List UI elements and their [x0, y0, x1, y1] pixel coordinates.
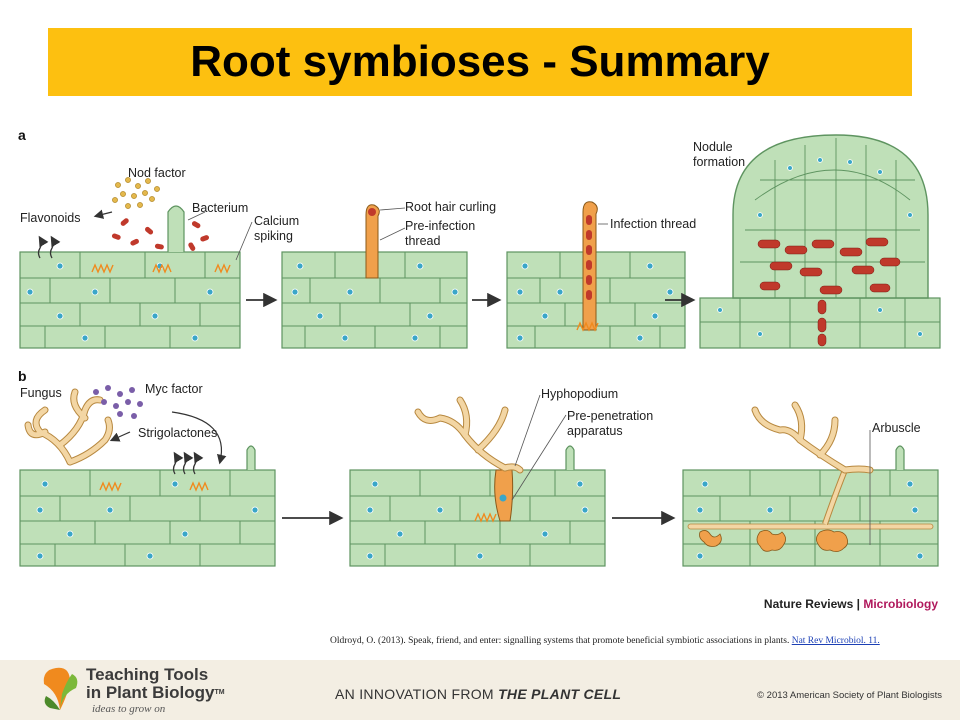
tissue-a2 — [281, 204, 468, 349]
footer: Teaching Tools in Plant BiologyTM ideas … — [0, 660, 960, 720]
label-thread: thread — [405, 234, 440, 248]
label-nodule: Nodule — [693, 140, 733, 154]
tissue-a1 — [19, 177, 253, 349]
label-root-hair-curling: Root hair curling — [405, 200, 496, 214]
leaf-logo-icon — [43, 667, 78, 710]
figure-credit: Nature Reviews | Microbiology — [764, 597, 938, 611]
innovation-source: THE PLANT CELL — [498, 686, 622, 702]
label-formation: formation — [693, 155, 745, 169]
citation-link[interactable]: Nat Rev Microbiol. 11. — [791, 636, 880, 646]
nodule — [699, 134, 941, 349]
label-bacterium: Bacterium — [192, 201, 248, 215]
label-pre-infection: Pre-infection — [405, 219, 475, 233]
label-myc-factor: Myc factor — [145, 382, 203, 396]
root-symbiosis-figure: a — [18, 127, 941, 567]
brand-trademark: TM — [214, 689, 225, 696]
label-pre-penetration: Pre-penetration — [567, 409, 653, 423]
credit-journal: Nature Reviews — [763, 597, 854, 611]
label-infection-thread: Infection thread — [610, 217, 696, 231]
panel-b-letter: b — [18, 368, 27, 384]
label-strigolactones: Strigolactones — [138, 426, 217, 440]
innovation-line: AN INNOVATION FROM THE PLANT CELL — [335, 686, 621, 702]
citation: Oldroyd, O. (2013). Speak, friend, and e… — [330, 636, 880, 646]
brand-name: Teaching Tools in Plant BiologyTM — [86, 666, 225, 702]
label-hyphopodium: Hyphopodium — [541, 387, 618, 401]
label-flavonoids: Flavonoids — [20, 211, 80, 225]
brand-tagline: ideas to grow on — [92, 703, 166, 715]
credit-section: Microbiology — [863, 597, 938, 611]
label-fungus: Fungus — [20, 386, 62, 400]
tissue-b3 — [682, 401, 939, 567]
label-nod-factor: Nod factor — [128, 166, 186, 180]
label-spiking: spiking — [254, 229, 293, 243]
slide-title: Root symbioses - Summary — [190, 37, 770, 86]
brand-line-1: Teaching Tools — [86, 665, 209, 684]
copyright: © 2013 American Society of Plant Biologi… — [757, 690, 942, 701]
panel-a-letter: a — [18, 127, 26, 143]
label-calcium: Calcium — [254, 214, 299, 228]
brand-line-2: in Plant Biology — [86, 683, 215, 702]
label-apparatus: apparatus — [567, 424, 623, 438]
tissue-b2 — [349, 394, 606, 567]
title-bar: Root symbioses - Summary — [48, 28, 912, 96]
label-arbuscle: Arbuscle — [872, 421, 921, 435]
innovation-prefix: AN INNOVATION FROM — [335, 686, 499, 702]
credit-separator: | — [853, 597, 864, 611]
tissue-b1 — [19, 385, 276, 567]
citation-text: Oldroyd, O. (2013). Speak, friend, and e… — [330, 636, 792, 646]
tissue-a3 — [506, 201, 686, 349]
